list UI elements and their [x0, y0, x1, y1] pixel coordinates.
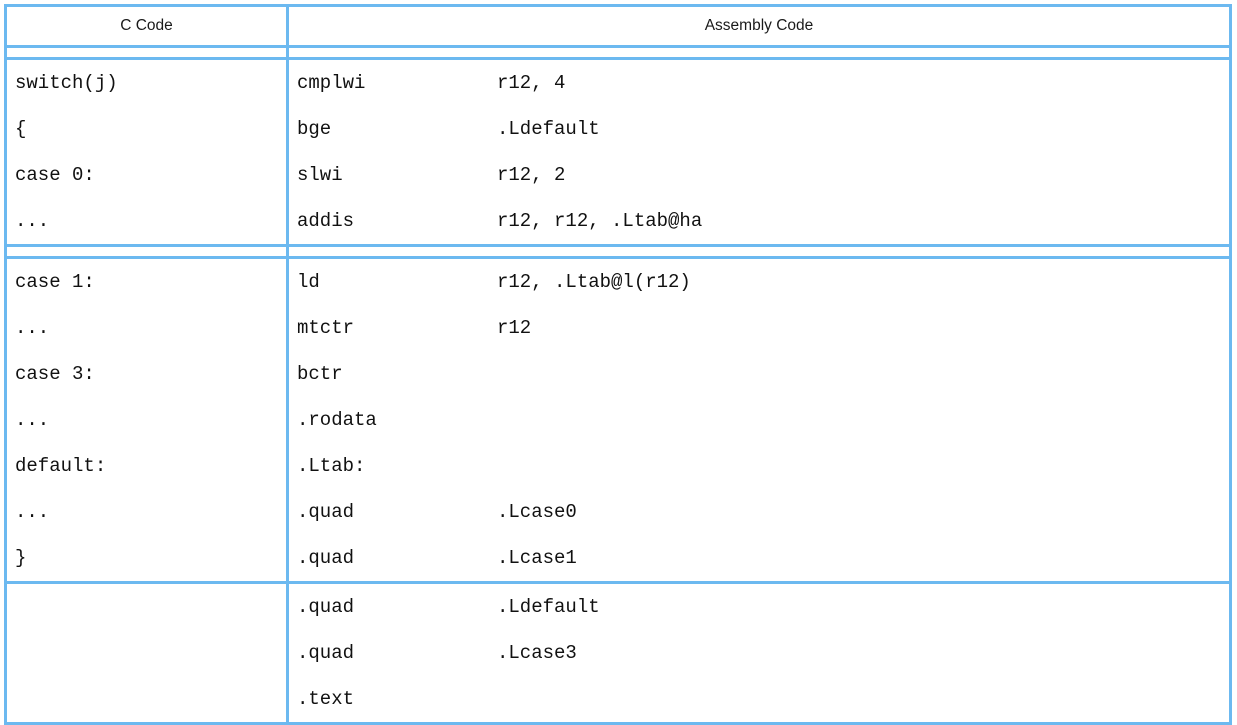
section-rule-right — [286, 244, 1232, 259]
assembly-mnemonic: .quad — [297, 642, 355, 664]
assembly-mnemonic: .text — [297, 688, 355, 710]
c-code-line: { — [15, 118, 27, 140]
assembly-operand: r12 — [497, 317, 532, 339]
c-code-line: case 3: — [15, 363, 95, 385]
c-code-lines: case 1:... case 3:... default:...} — [7, 259, 286, 581]
section-single-rule — [4, 581, 1232, 584]
assembly-code-line: bge .Ldefault — [289, 106, 1229, 152]
assembly-code-line: mtctr r12 — [289, 305, 1229, 351]
table-section-3: .quad .Ldefault .quad .Lcase3 .text — [4, 584, 1232, 725]
assembly-mnemonic: ld — [297, 271, 320, 293]
section-rule-left — [4, 244, 289, 259]
assembly-code-line: .quad .Lcase1 — [289, 535, 1229, 581]
assembly-mnemonic: addis — [297, 210, 355, 232]
table-body: switch(j) { case 0:... cmplwi r12, 4 bge .Ldef… — [4, 58, 1232, 725]
table-section-1: switch(j) { case 0:... cmplwi r12, 4 bge .Ldef… — [4, 58, 1232, 246]
header-rule-left — [4, 45, 289, 60]
assembly-operand: .Lcase3 — [497, 642, 577, 664]
header-rule-right — [286, 45, 1232, 60]
assembly-mnemonic: mtctr — [297, 317, 355, 339]
assembly-mnemonic: slwi — [297, 164, 343, 186]
assembly-code-line: .text — [289, 676, 1229, 722]
assembly-mnemonic: cmplwi — [297, 72, 366, 94]
assembly-mnemonic: .quad — [297, 547, 355, 569]
assembly-operand: r12, 2 — [497, 164, 566, 186]
code-comparison-table: C Code Assembly Code switch(j) { case 0:..… — [4, 4, 1232, 725]
c-code-line-empty — [7, 584, 286, 630]
assembly-operand: .Lcase0 — [497, 501, 577, 523]
assembly-mnemonic: bctr — [297, 363, 343, 385]
assembly-operand: .Ldefault — [497, 596, 600, 618]
assembly-mnemonic: .Ltab: — [297, 455, 366, 477]
assembly-code-lines: ld r12, .Ltab@l(r12) mtctr r12 bctr .rodata .L… — [289, 259, 1229, 581]
c-code-line: case 1: — [15, 271, 95, 293]
assembly-code-cell: .quad .Ldefault .quad .Lcase3 .text — [286, 584, 1232, 725]
assembly-code-cell: ld r12, .Ltab@l(r12) mtctr r12 bctr .rodata .L… — [286, 257, 1232, 583]
assembly-code-line: .quad .Lcase3 — [289, 630, 1229, 676]
c-code-line: ... — [15, 210, 50, 232]
assembly-code-line: .quad .Ldefault — [289, 584, 1229, 630]
assembly-code-line: cmplwi r12, 4 — [289, 60, 1229, 106]
column-header-assembly-code: Assembly Code — [286, 4, 1232, 47]
table-header-row: C Code Assembly Code — [4, 4, 1232, 47]
c-code-line-empty — [7, 676, 286, 722]
c-code-line: default: — [15, 455, 107, 477]
c-code-cell: case 1:... case 3:... default:...} — [4, 257, 289, 583]
c-code-line: ... — [15, 317, 50, 339]
assembly-code-line: .rodata — [289, 397, 1229, 443]
assembly-code-line: slwi r12, 2 — [289, 152, 1229, 198]
section-rule-right — [286, 581, 1232, 584]
assembly-code-line: bctr — [289, 351, 1229, 397]
c-code-line: ... — [15, 501, 50, 523]
assembly-operand: .Ldefault — [497, 118, 600, 140]
assembly-code-line: .quad .Lcase0 — [289, 489, 1229, 535]
c-code-cell — [4, 584, 289, 725]
c-code-cell: switch(j) { case 0:... — [4, 58, 289, 246]
c-code-line: ... — [15, 409, 50, 431]
assembly-operand: .Lcase1 — [497, 547, 577, 569]
assembly-mnemonic: bge — [297, 118, 332, 140]
assembly-code-line: addis r12, r12, .Ltab@ha — [289, 198, 1229, 244]
c-code-line: switch(j) — [15, 72, 118, 94]
assembly-mnemonic: .rodata — [297, 409, 377, 431]
c-code-line: } — [15, 547, 27, 569]
header-double-rule — [4, 45, 1232, 60]
c-code-lines — [7, 584, 286, 722]
section-double-rule — [4, 244, 1232, 259]
assembly-code-lines: .quad .Ldefault .quad .Lcase3 .text — [289, 584, 1229, 722]
c-code-lines: switch(j) { case 0:... — [7, 60, 286, 244]
assembly-mnemonic: .quad — [297, 596, 355, 618]
assembly-code-line: .Ltab: — [289, 443, 1229, 489]
table-section-2: case 1:... case 3:... default:...} ld r12, .… — [4, 257, 1232, 583]
assembly-mnemonic: .quad — [297, 501, 355, 523]
assembly-code-lines: cmplwi r12, 4 bge .Ldefault slwi r12, 2 addis r… — [289, 60, 1229, 244]
column-header-c-code: C Code — [4, 4, 289, 47]
assembly-code-line: ld r12, .Ltab@l(r12) — [289, 259, 1229, 305]
section-rule-left — [4, 581, 289, 584]
c-code-line: case 0: — [15, 164, 95, 186]
assembly-operand: r12, .Ltab@l(r12) — [497, 271, 691, 293]
code-table: C Code Assembly Code switch(j) { case 0:..… — [4, 4, 1232, 725]
assembly-operand: r12, r12, .Ltab@ha — [497, 210, 703, 232]
assembly-operand: r12, 4 — [497, 72, 566, 94]
c-code-line-empty — [7, 630, 286, 676]
assembly-code-cell: cmplwi r12, 4 bge .Ldefault slwi r12, 2 addis r… — [286, 58, 1232, 246]
